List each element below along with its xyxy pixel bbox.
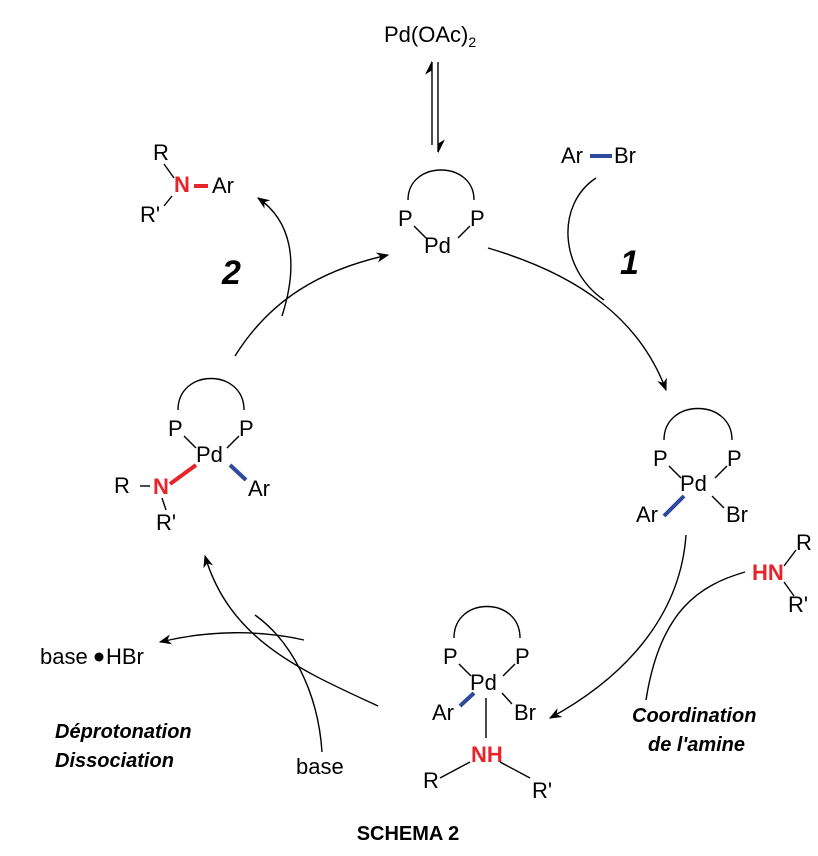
svg-text:N: N — [174, 172, 190, 197]
catalyst-complex: P P Pd — [398, 169, 485, 258]
svg-text:Ar: Ar — [432, 700, 454, 725]
svg-text:R': R' — [140, 202, 160, 227]
base-entry-arc — [254, 614, 323, 753]
svg-text:Pd: Pd — [680, 471, 707, 496]
label-coordination: Coordination — [632, 705, 756, 727]
product-amine: R N Ar R' — [140, 140, 234, 227]
aryl-bromide-reagent: Ar Br — [561, 143, 636, 168]
amido-complex: P P Pd N R R' Ar — [114, 377, 270, 535]
label-deprotonation: Déprotonation — [55, 721, 192, 743]
phosphine-p2: P — [470, 206, 485, 231]
svg-text:R: R — [153, 140, 169, 165]
amine-entry-arrow — [645, 571, 746, 701]
label-de-l-amine: de l'amine — [648, 734, 745, 756]
oxidative-addition-complex: P P Pd Ar Br — [636, 407, 748, 527]
base-salt-exit-arrow — [158, 632, 305, 645]
svg-text:HBr: HBr — [106, 644, 144, 669]
svg-text:P: P — [653, 446, 668, 471]
svg-text:R': R' — [788, 592, 808, 617]
svg-text:Pd: Pd — [470, 670, 497, 695]
svg-text:N: N — [153, 474, 169, 499]
svg-text:P: P — [727, 446, 742, 471]
bidentate-ligand-arc — [407, 169, 475, 201]
palladium-center: Pd — [424, 233, 451, 258]
svg-text:P: P — [443, 644, 458, 669]
amine-complex: P P Pd Ar Br NH R R' — [423, 605, 552, 803]
svg-text:Ar: Ar — [248, 476, 270, 501]
svg-text:Ar: Ar — [561, 143, 583, 168]
product-exit-arrow — [256, 197, 292, 317]
svg-text:base: base — [40, 644, 88, 669]
svg-text:Pd: Pd — [196, 442, 223, 467]
cycle-arrow-oxidative-addition — [487, 247, 667, 392]
cycle-arrow-amine-coordination — [548, 534, 687, 719]
svg-text:R': R' — [532, 778, 552, 803]
amine-reagent: HN R R' — [752, 530, 812, 617]
svg-text:R: R — [423, 768, 439, 793]
base-reagent: base — [296, 754, 344, 779]
cycle-arrow-deprotonation — [203, 554, 379, 707]
svg-text:R': R' — [156, 510, 176, 535]
svg-text:P: P — [515, 644, 530, 669]
svg-text:Ar: Ar — [212, 173, 234, 198]
svg-text:NH: NH — [471, 742, 503, 767]
step-number-1: 1 — [620, 244, 639, 282]
svg-text:P: P — [239, 416, 254, 441]
figure-caption: SCHEMA 2 — [357, 823, 460, 845]
svg-text:R: R — [796, 530, 812, 555]
svg-text:Ar: Ar — [636, 502, 658, 527]
svg-text:HN: HN — [752, 560, 784, 585]
precatalyst-label: Pd(OAc)2 — [384, 22, 476, 50]
svg-text:Br: Br — [514, 700, 536, 725]
svg-text:Br: Br — [726, 502, 748, 527]
svg-text:P: P — [168, 416, 183, 441]
svg-text:Br: Br — [614, 143, 636, 168]
phosphine-p1: P — [398, 206, 413, 231]
base-salt-product: base HBr — [40, 644, 144, 669]
reagent-entry-arrow — [567, 177, 605, 301]
cycle-arrow-reductive-elimination — [234, 252, 390, 357]
step-number-2: 2 — [221, 254, 241, 292]
label-dissociation: Dissociation — [55, 750, 174, 772]
svg-text:R: R — [114, 473, 130, 498]
